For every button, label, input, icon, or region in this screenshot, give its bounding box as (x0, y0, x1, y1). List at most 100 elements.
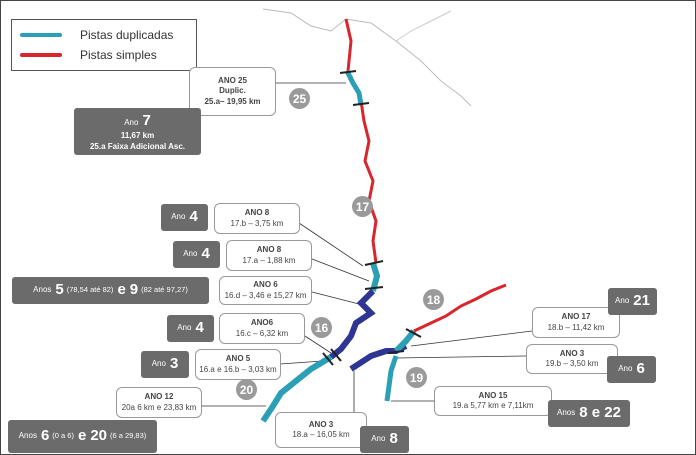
box-detail: 16.d – 3,46 e 15,27 km (224, 290, 307, 300)
year-prefix: Ano (371, 434, 386, 444)
year-box-length: 11,67 km (120, 130, 155, 140)
conjunction: e (117, 281, 126, 299)
road-simple-18 (413, 283, 507, 333)
box-detail: 16.c – 6,32 km (235, 328, 289, 338)
year-prefix: Anos (557, 408, 576, 418)
box-detail: 18.b – 11,42 km (547, 322, 605, 332)
box-year: ANO 8 (244, 208, 270, 218)
segment-number-19: 19 (406, 367, 427, 388)
box-year: ANO 12 (144, 392, 174, 402)
year-number: 6 (40, 427, 50, 445)
segment-number-16: 16 (311, 317, 332, 338)
year-prefix: Ano (177, 323, 192, 333)
year-prefix: Ano (615, 296, 630, 306)
box-detail: 17.b – 3,75 km (230, 218, 284, 228)
year-number: 4 (195, 319, 204, 337)
year-number: 9 (129, 281, 139, 299)
year-number: 3 (169, 355, 179, 373)
year-prefix: Anos (33, 285, 52, 295)
box-type: Duplic. (219, 86, 246, 96)
year-range: (82 até 97,27) (141, 285, 188, 295)
year-range: (78,54 até 82) (66, 285, 114, 295)
conjunction: e (77, 427, 87, 445)
box-detail: 16.a e 16.b – 3,03 km (199, 364, 277, 374)
year-number: 5 (55, 281, 64, 299)
box-detail: 20a 6 km e 23,83 km (121, 402, 197, 412)
year-prefix: Ano (183, 249, 198, 259)
road-duplicated-17 (370, 262, 381, 292)
segment-number-17: 17 (352, 196, 373, 217)
box-year: ANO 8 (256, 245, 282, 255)
year-number: 8 (389, 430, 398, 448)
box-year: ANO 3 (559, 348, 585, 358)
road-duplicated-25 (344, 69, 364, 106)
box-year: ANO6 (250, 318, 274, 328)
segment-markers (322, 70, 422, 366)
box-year: ANO 5 (225, 354, 251, 364)
segment-number-18: 18 (423, 289, 444, 310)
road-simple-25-17 (344, 18, 378, 264)
legend-label: Pistas simples (80, 48, 157, 62)
year-number: 4 (201, 245, 210, 263)
box-year: ANO 25 (218, 75, 247, 85)
box-detail: 18.a – 16,05 km (292, 430, 350, 439)
boundary-line (262, 8, 472, 107)
road-duplicated-18 (393, 329, 417, 354)
box-detail: 17.a – 1,88 km (242, 255, 296, 265)
box-year: ANO 6 (253, 280, 278, 290)
year-range: (0 a 6) (52, 431, 74, 441)
segment-number-25: 25 (289, 88, 310, 109)
year-prefix: Anos (18, 431, 37, 441)
segment-number-20: 20 (236, 379, 257, 400)
road-planned-16 (329, 288, 376, 360)
year-range: (6 a 29,83) (110, 431, 147, 441)
year-prefix: Ano (124, 117, 139, 127)
year-number: 4 (189, 208, 198, 226)
road-duplicated-19 (384, 355, 399, 402)
legend-item-simple: Pistas simples (20, 48, 157, 62)
year-prefix: Ano (618, 364, 633, 374)
leader-lines (201, 82, 533, 412)
year-number: 8 e 22 (579, 404, 621, 422)
legend-swatch-simple (20, 53, 62, 57)
box-year: ANO 17 (561, 312, 591, 322)
legend-item-duplicated: Pistas duplicadas (20, 28, 173, 42)
year-prefix: Ano (151, 359, 166, 369)
box-detail: 19.b – 3,50 km (545, 359, 599, 368)
year-number: 7 (142, 111, 151, 129)
year-box-detail: 25.a Faixa Adicional Asc. (89, 141, 185, 151)
legend-swatch-duplicated (20, 33, 62, 37)
year-number: 20 (90, 427, 107, 445)
box-year: ANO 15 (478, 390, 508, 400)
box-detail: 25.a– 19,95 km (204, 96, 261, 106)
year-number: 21 (633, 292, 650, 310)
year-prefix: Ano (171, 212, 186, 222)
year-number: 6 (636, 360, 645, 378)
legend: Pistas duplicadas Pistas simples (11, 19, 197, 71)
box-detail: 19.a 5,77 km e 7,11km (452, 401, 534, 410)
